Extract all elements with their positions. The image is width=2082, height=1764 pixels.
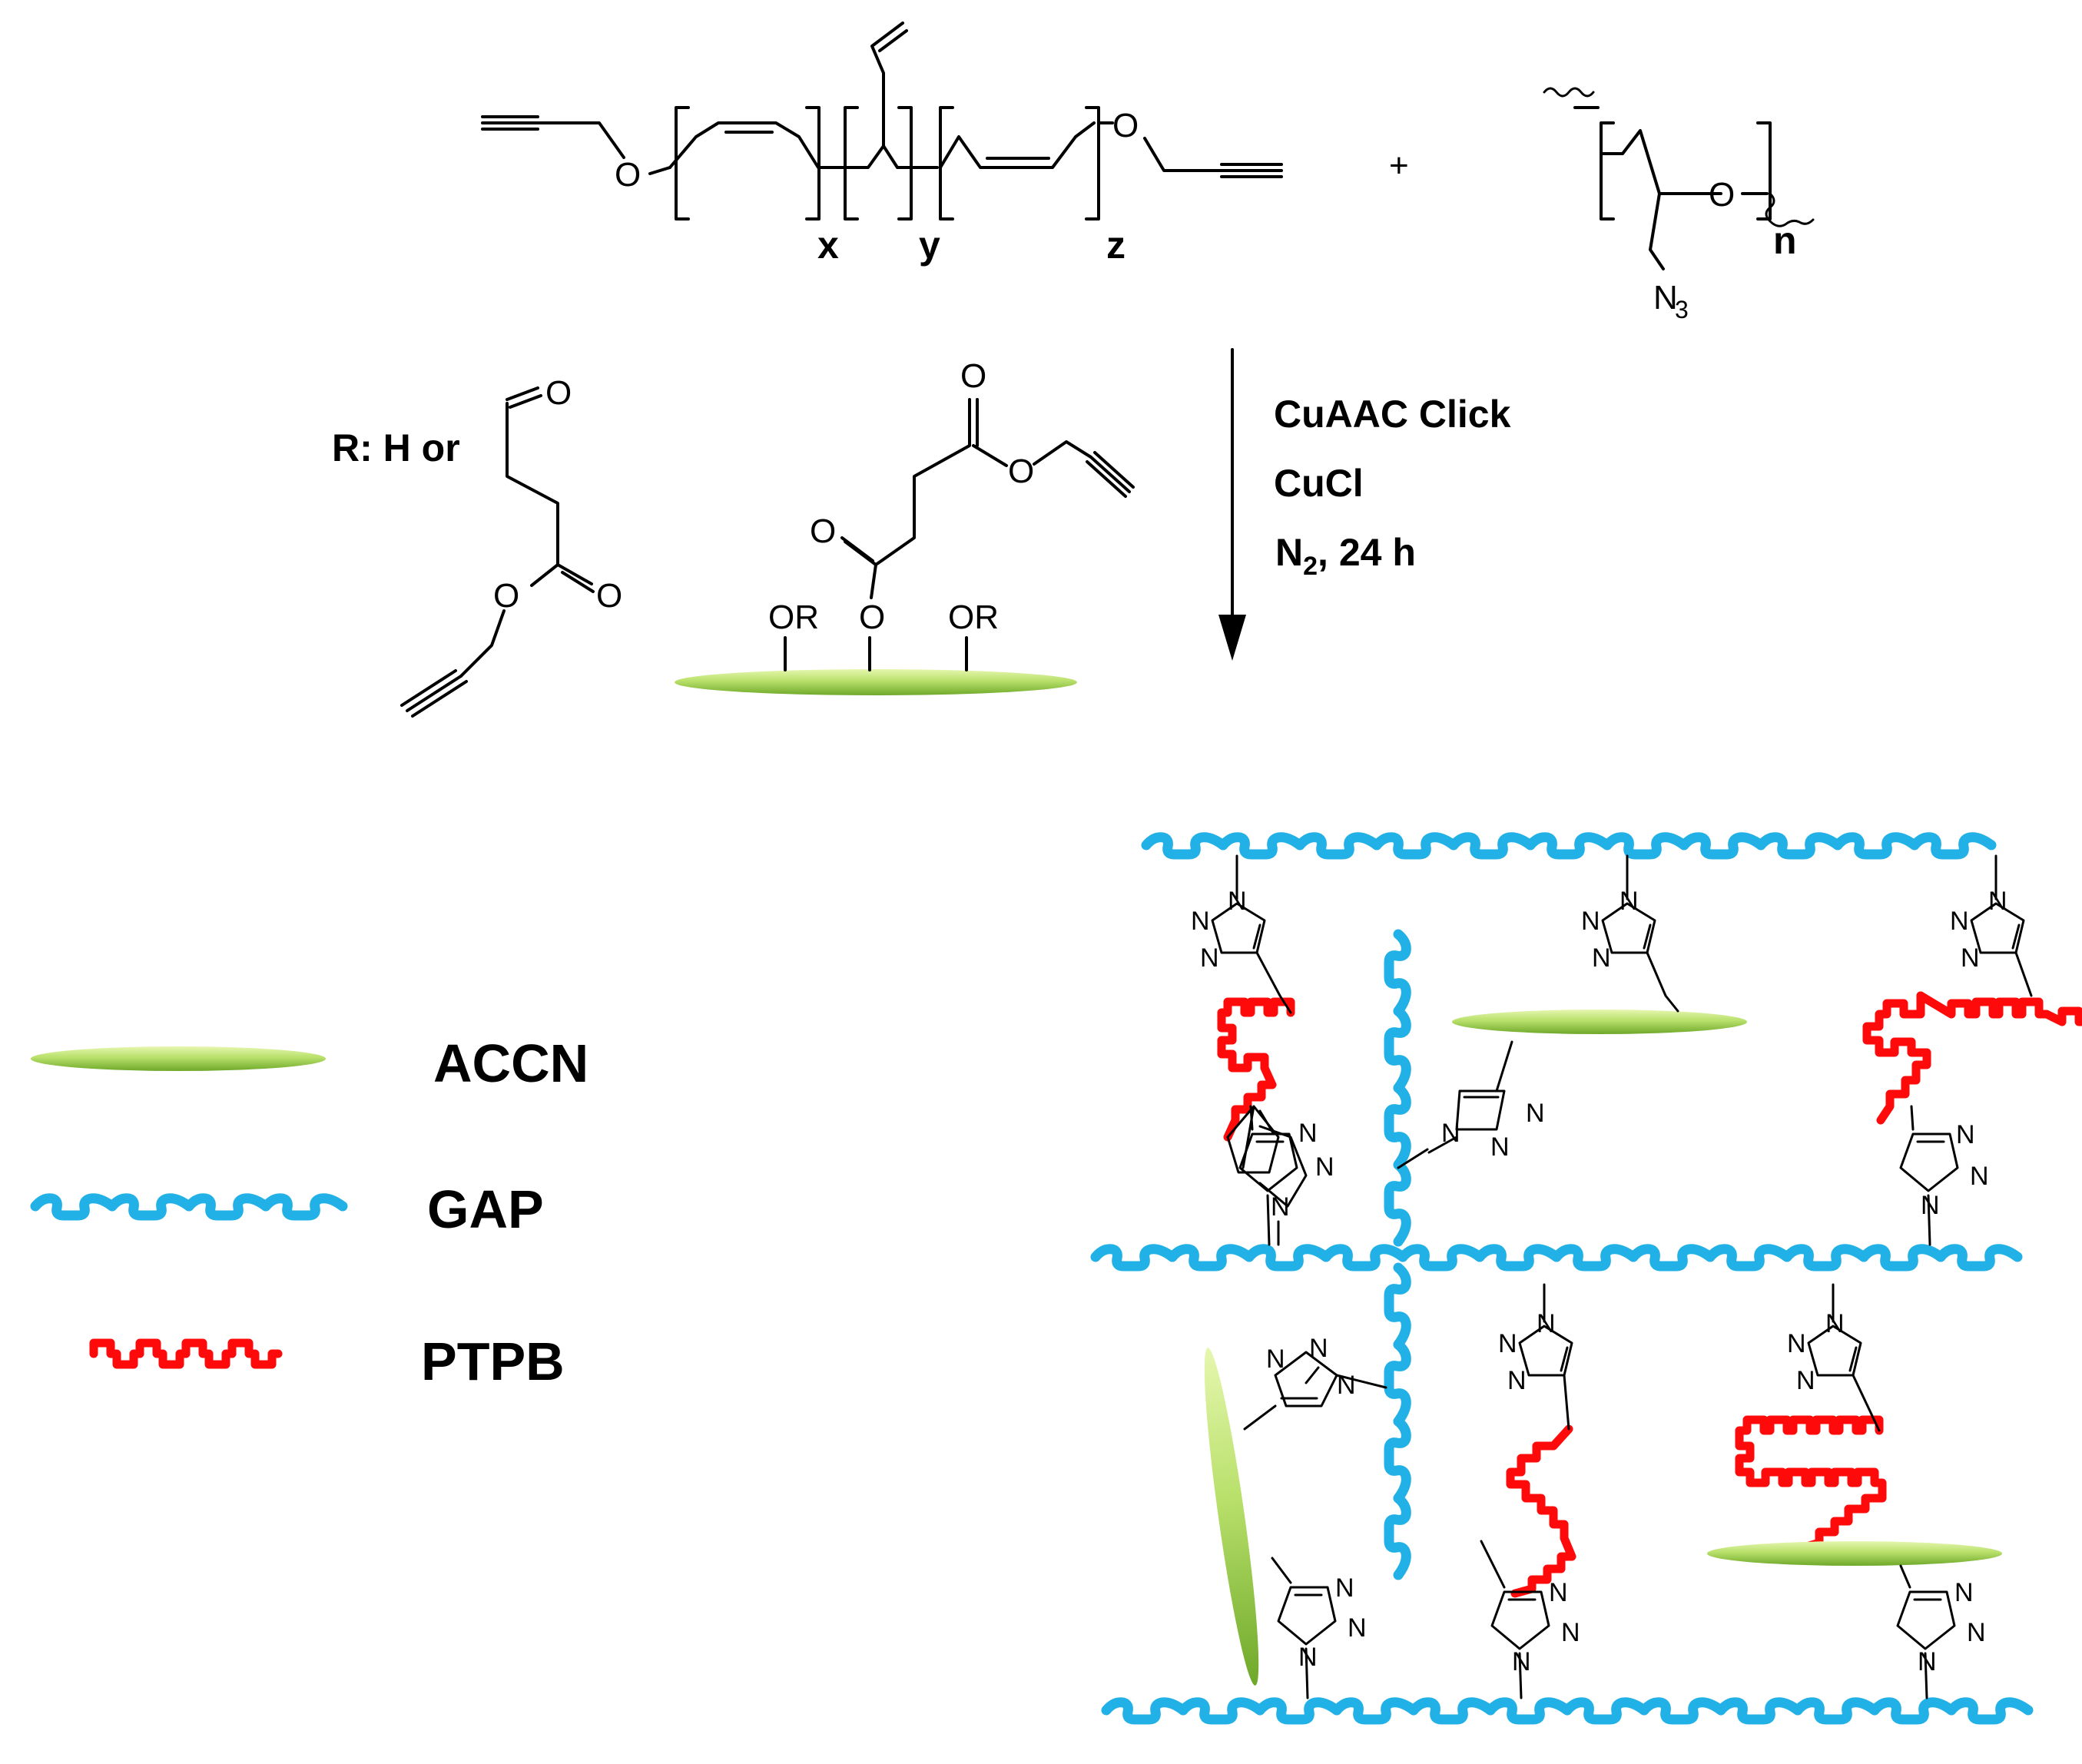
triazole-12-n3: N	[1512, 1647, 1531, 1676]
triazole-9-n3: N	[1507, 1366, 1527, 1395]
r-ester-o1: O	[596, 577, 622, 615]
accn-particle-network-3	[1707, 1541, 2002, 1566]
gap-o: O	[1709, 176, 1735, 214]
gap-azide: N	[1653, 279, 1678, 317]
triazole-3: N N N	[1581, 854, 1679, 1013]
triazole-12: N N N	[1480, 1540, 1580, 1699]
gap-chain-vertical-lower	[1389, 1268, 1406, 1575]
index-x: x	[817, 224, 839, 267]
accn-surface-structure: OR O OR O O O	[675, 357, 1135, 695]
triazole-3-n3: N	[1592, 943, 1611, 973]
triazole-11-n1: N	[1335, 1573, 1354, 1603]
triazole-6-n2: N	[1970, 1162, 1989, 1191]
triazole-10-n2: N	[1787, 1329, 1806, 1358]
triazole-11-n3: N	[1298, 1643, 1318, 1672]
gap-chain-bottom	[1106, 1703, 2028, 1719]
legend-gap-swatch	[35, 1199, 343, 1215]
r-ester-o2: O	[493, 577, 519, 615]
condition-catalyst: CuCl	[1274, 462, 1364, 505]
triazole-5-n2: N	[1950, 907, 1969, 936]
triazole-9-n1: N	[1537, 1309, 1556, 1338]
substituent-r: R: H or O O O	[332, 374, 622, 718]
r-label: R: H or	[332, 426, 460, 469]
legend-accn-swatch	[31, 1046, 326, 1071]
condition-click: CuAAC Click	[1274, 393, 1511, 436]
accn-ester-o: O	[1008, 453, 1034, 490]
index-z: z	[1106, 224, 1126, 267]
triazole-12-n2: N	[1561, 1618, 1580, 1647]
gap-chain-top	[1146, 837, 1991, 854]
index-y: y	[919, 224, 940, 267]
triazole-10-n3: N	[1796, 1366, 1815, 1395]
ptpb-o-right: O	[1112, 107, 1139, 144]
triazole-8-n3: N	[1337, 1371, 1356, 1400]
accn-carbonyl-o1: O	[810, 512, 836, 550]
triazole-8: N N N	[1243, 1334, 1387, 1431]
triazole-2: N N N	[1226, 1105, 1334, 1246]
condition-atmosphere: N2, 24 h	[1275, 531, 1416, 581]
triazole-4: N N N	[1397, 1040, 1545, 1169]
triazole-2-n1: N	[1298, 1119, 1318, 1148]
triazole-13: N N N	[1896, 1564, 1986, 1699]
triazole-9-n2: N	[1498, 1329, 1517, 1358]
triazole-4-n2: N	[1490, 1132, 1510, 1162]
triazole-11: N N N	[1271, 1557, 1367, 1699]
accn-particle-network-1	[1452, 1010, 1747, 1034]
triazole-11-n2: N	[1348, 1613, 1367, 1643]
ptpb-chain-3	[1506, 1424, 1576, 1598]
triazole-2-n2: N	[1315, 1152, 1334, 1182]
triazole-13-n3: N	[1918, 1647, 1937, 1676]
gap-structure: O N 3 n	[1543, 87, 1815, 323]
legend-ptpb-label: PTPB	[421, 1331, 565, 1391]
accn-particle-network-2	[1204, 1348, 1259, 1686]
plus-sign: +	[1389, 147, 1409, 184]
triazole-13-n1: N	[1954, 1578, 1974, 1607]
triazole-5: N N N	[1950, 854, 2033, 997]
gap-chain-middle	[1096, 1249, 2017, 1266]
triazole-7	[1238, 1105, 1298, 1246]
gap-chain-vertical-upper	[1389, 934, 1406, 1242]
triazole-4-n1: N	[1441, 1119, 1460, 1148]
ptpb-chain-4	[1735, 1415, 1887, 1552]
crosslinked-network: N N N N N N N N N N	[1096, 837, 2082, 1719]
triazole-3-n1: N	[1620, 887, 1639, 916]
triazole-13-n2: N	[1967, 1618, 1986, 1647]
accn-or-right: OR	[948, 598, 999, 636]
triazole-8-n2: N	[1309, 1334, 1328, 1363]
accn-carbonyl-o2: O	[960, 357, 986, 395]
legend-gap-label: GAP	[427, 1179, 544, 1239]
ptpb-structure: O x y z O	[481, 22, 1283, 267]
triazole-1-n1: N	[1228, 887, 1247, 916]
triazole-6-n1: N	[1956, 1120, 1975, 1149]
legend: ACCN GAP PTPB	[31, 1033, 588, 1391]
legend-ptpb-swatch	[94, 1343, 278, 1364]
triazole-1: N N N	[1191, 854, 1292, 1014]
triazole-1-n3: N	[1200, 943, 1219, 973]
r-aldehyde-o: O	[545, 374, 572, 412]
triazole-6-n3: N	[1921, 1191, 1940, 1220]
triazole-6: N N N	[1899, 1105, 1989, 1246]
legend-accn-label: ACCN	[433, 1033, 588, 1093]
triazole-2-n3: N	[1271, 1192, 1290, 1222]
triazole-9: N N N	[1498, 1283, 1573, 1431]
triazole-4-n3: N	[1526, 1099, 1545, 1128]
ptpb-chain-1	[1217, 997, 1295, 1142]
accn-o-link: O	[859, 598, 885, 636]
triazole-5-n1: N	[1988, 887, 2007, 916]
triazole-12-n1: N	[1549, 1578, 1568, 1607]
triazole-5-n3: N	[1961, 943, 1980, 973]
reaction-arrow	[1218, 348, 1246, 661]
gap-azide-sub: 3	[1675, 296, 1689, 323]
accn-particle-top	[675, 669, 1077, 695]
triazole-3-n2: N	[1581, 907, 1600, 936]
ptpb-chain-2	[1862, 991, 2082, 1125]
triazole-1-n2: N	[1191, 907, 1210, 936]
triazole-8-n1: N	[1266, 1345, 1285, 1374]
triazole-10-n1: N	[1825, 1309, 1845, 1338]
accn-or-left: OR	[768, 598, 819, 636]
triazole-10: N N N	[1787, 1283, 1881, 1432]
ptpb-o-left: O	[615, 156, 641, 194]
